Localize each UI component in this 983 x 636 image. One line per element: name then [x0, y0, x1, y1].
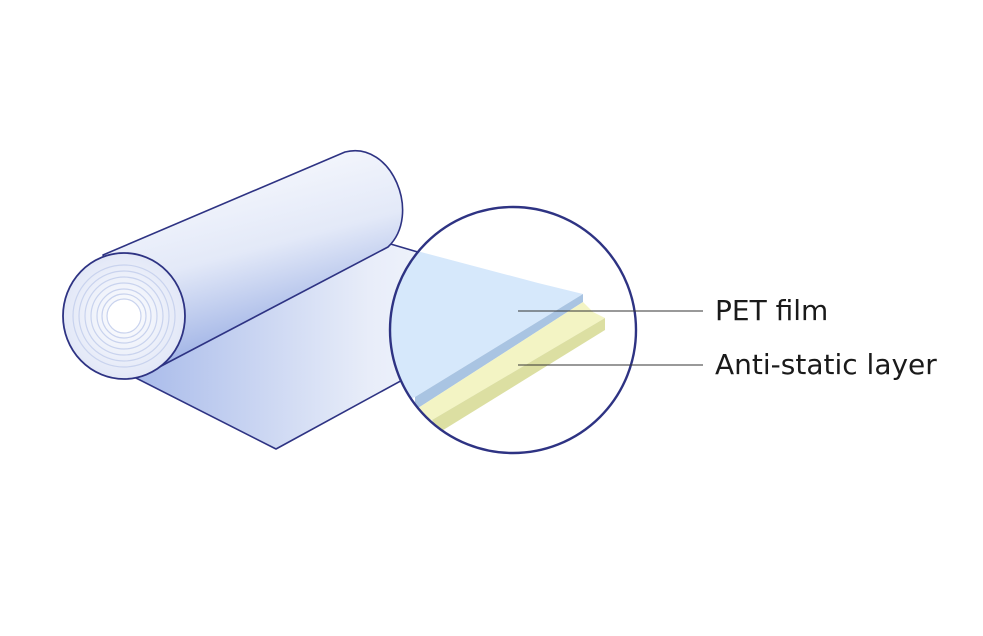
- pet-film-layer: [390, 220, 583, 440]
- film-roll-core: [106, 298, 142, 334]
- pet-film-edge: [415, 294, 583, 410]
- anti-static-layer: [415, 302, 605, 420]
- anti-static-layer-label: Anti-static layer: [715, 348, 937, 381]
- film-roll-winding-rings: [72, 264, 176, 368]
- anti-static-layer-edge: [432, 318, 605, 432]
- pet-film-label: PET film: [715, 294, 828, 327]
- magnifier-ring: [388, 205, 638, 455]
